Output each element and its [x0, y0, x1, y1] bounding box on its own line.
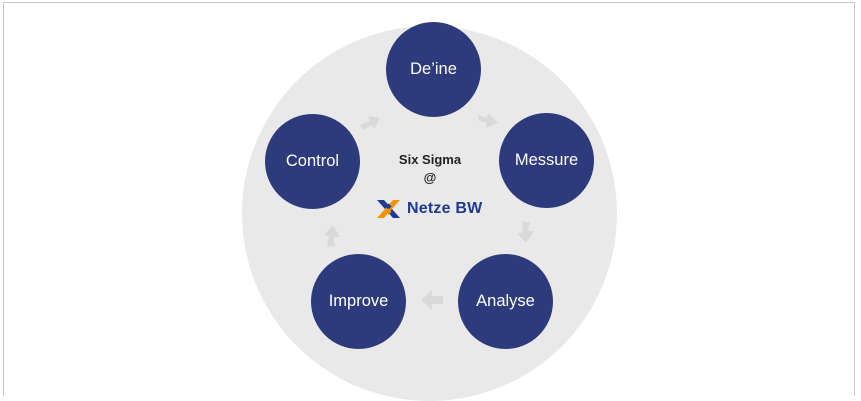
arrow-analyse-to-improve-icon: [421, 290, 443, 310]
center-title: Six Sigma: [398, 152, 462, 167]
arrow-measure-to-analyse-icon: [517, 221, 534, 243]
phase-measure: Messure: [499, 113, 594, 208]
arrow-define-to-measure-icon: [478, 113, 498, 128]
center-at-symbol: @: [423, 170, 437, 185]
phase-improve-label: Improve: [328, 292, 389, 310]
netze-bw-logo-mark-icon: [377, 200, 400, 218]
phase-define-label: De’ine: [410, 60, 457, 78]
arrow-control-to-define-icon: [360, 116, 380, 130]
phase-analyse-label: Analyse: [476, 292, 535, 310]
netze-bw-logo: Netze BW: [375, 196, 482, 222]
netze-bw-logo-text: Netze BW: [407, 200, 483, 217]
phase-measure-label: Messure: [514, 151, 579, 169]
phase-analyse: Analyse: [458, 254, 553, 349]
phase-control: Control: [265, 114, 360, 209]
phase-control-label: Control: [285, 152, 340, 170]
phase-improve: Improve: [311, 254, 406, 349]
phase-define: De’ine: [386, 22, 481, 117]
arrow-improve-to-control-icon: [324, 225, 340, 247]
